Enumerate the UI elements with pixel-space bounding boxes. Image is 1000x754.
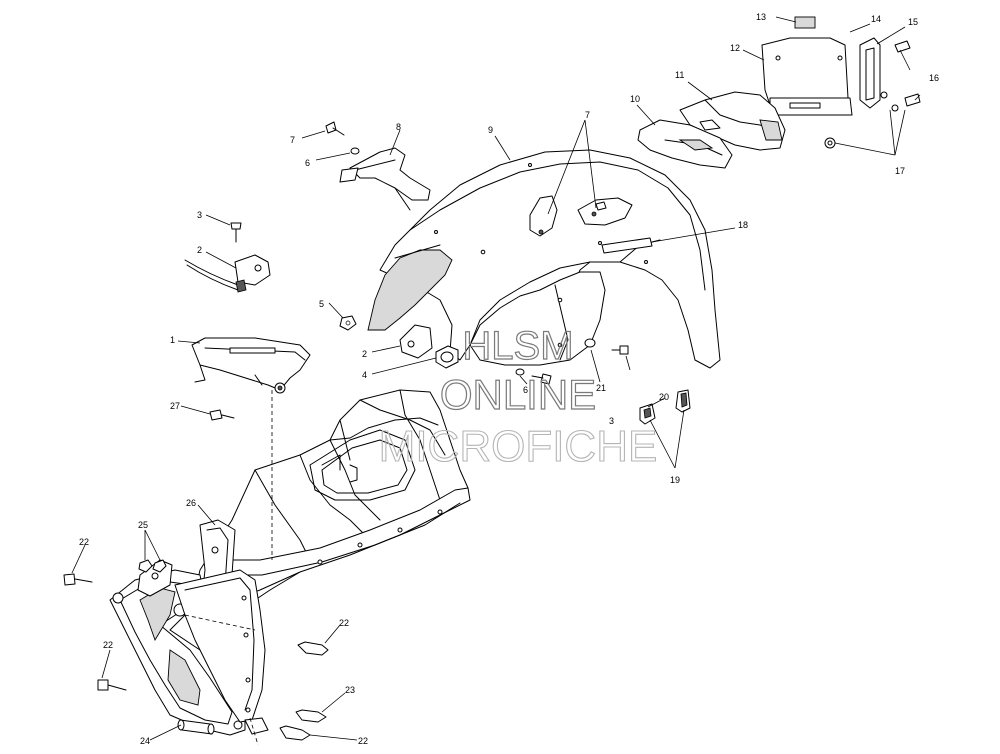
watermark-line3: MICROFICHE	[379, 422, 658, 471]
callout-21: 21	[596, 383, 606, 393]
callout-13: 13	[756, 12, 766, 22]
callout-16: 16	[929, 73, 939, 83]
callout-8: 8	[396, 122, 401, 132]
callout-6-lower: 6	[523, 385, 528, 395]
callout-18: 18	[738, 220, 748, 230]
callout-5: 5	[319, 299, 324, 309]
callout-7-fender: 7	[585, 110, 590, 120]
callout-27: 27	[170, 401, 180, 411]
leader-lines	[71, 16, 921, 741]
callout-22-bottom: 22	[358, 736, 368, 746]
license-plate-bracket	[637, 16, 921, 169]
callout-6: 6	[305, 158, 310, 168]
callout-17: 17	[895, 166, 905, 176]
callout-9: 9	[488, 125, 493, 135]
callout-2-mount: 2	[362, 349, 367, 359]
callout-23: 23	[345, 685, 355, 695]
watermark-line1: HLSM	[462, 324, 573, 368]
callout-22-right: 22	[339, 618, 349, 628]
callout-19: 19	[670, 475, 680, 485]
callout-15: 15	[908, 17, 918, 27]
callout-3-lower: 3	[609, 416, 614, 426]
callout-14: 14	[871, 14, 881, 24]
callout-22-left-bottom: 22	[103, 640, 113, 650]
hardware	[63, 121, 629, 741]
callout-25: 25	[138, 520, 148, 530]
callout-3: 3	[197, 210, 202, 220]
callouts: 13 14 15 12 16 11 10 17 7 8 6 9 7 18 3 2…	[79, 12, 939, 746]
watermark-line2: ONLINE	[440, 371, 596, 418]
callout-4: 4	[362, 370, 367, 380]
callout-12: 12	[730, 43, 740, 53]
callout-22-left-top: 22	[79, 537, 89, 547]
callout-1: 1	[170, 335, 175, 345]
connector-set	[639, 389, 691, 425]
callout-7: 7	[290, 135, 295, 145]
callout-10: 10	[630, 94, 640, 104]
callout-26: 26	[186, 498, 196, 508]
callout-2: 2	[197, 245, 202, 255]
upper-bracket	[339, 147, 431, 211]
alignment-lines	[184, 390, 273, 746]
rubber-mount	[399, 324, 459, 369]
rear-subframe	[109, 389, 471, 736]
callout-20: 20	[659, 392, 669, 402]
mount-bracket	[191, 337, 311, 394]
harness-clip	[184, 254, 271, 293]
watermark: HLSM ONLINE MICROFICHE	[378, 323, 658, 471]
rear-fender	[367, 149, 721, 369]
callout-11: 11	[675, 70, 684, 80]
callout-24: 24	[140, 736, 150, 746]
